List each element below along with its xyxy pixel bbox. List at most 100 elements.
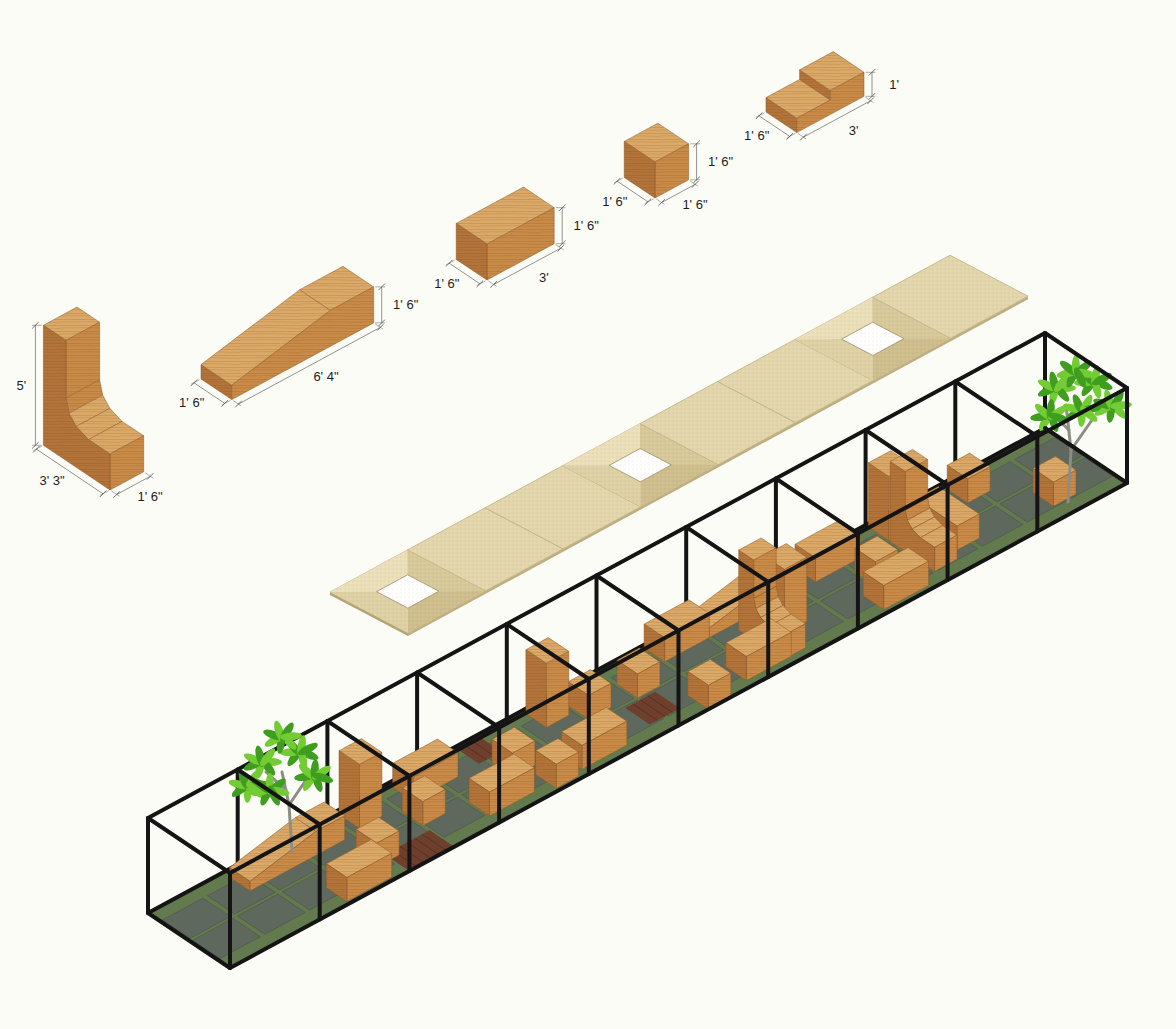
dimension-tick — [868, 98, 874, 104]
frame-post — [407, 776, 411, 871]
deck-line — [465, 745, 487, 760]
dimension-line — [238, 327, 380, 404]
wood-face — [617, 660, 638, 698]
wood-face — [868, 463, 889, 541]
frame-post — [318, 825, 322, 920]
frame-post — [505, 624, 509, 719]
leaf — [258, 746, 278, 768]
dimension-label: 1' 6" — [392, 297, 419, 312]
wood-face — [423, 790, 445, 826]
wood-face — [43, 325, 110, 490]
dimension-tick — [379, 320, 385, 326]
frame-post — [228, 873, 232, 968]
frame-crossbeam — [148, 818, 230, 873]
wood-face — [624, 141, 655, 198]
dimension-label: 3' — [538, 270, 550, 285]
wood-grain — [456, 223, 487, 280]
frame-crossbeam — [148, 913, 230, 968]
wood-grain — [617, 660, 638, 698]
wood-grain — [469, 778, 490, 816]
wood-grain — [655, 144, 689, 198]
wood-face — [536, 751, 557, 789]
dimension-line — [36, 449, 103, 494]
wood-grain — [43, 325, 110, 490]
tree-trunk — [289, 780, 306, 805]
dimension-tick — [32, 322, 38, 328]
deck-line — [633, 704, 658, 721]
roof-texture — [873, 255, 1029, 338]
deck-line — [472, 741, 494, 756]
wood-grain — [402, 788, 423, 826]
wood-face — [655, 144, 689, 198]
dimension-label: 1' 6" — [601, 194, 628, 209]
dimension-tick — [645, 199, 651, 205]
dimension-tick — [379, 284, 385, 290]
leaf — [280, 731, 303, 741]
dimension-label: 1' 6" — [178, 395, 205, 410]
roof-panel — [873, 255, 1029, 338]
wood-grain — [536, 751, 557, 789]
dimension-label: 1' 6" — [573, 218, 600, 233]
frame-post — [766, 582, 770, 677]
frame-post — [595, 576, 599, 671]
dimension-tick — [558, 245, 564, 251]
dimension-tick — [694, 141, 700, 147]
floor — [148, 428, 1127, 968]
wood-face — [232, 287, 374, 400]
dimension-line — [872, 72, 873, 96]
dimension-line — [803, 101, 870, 137]
leaf — [296, 740, 319, 757]
frame-crossbeam — [686, 527, 768, 582]
dimension-tick — [559, 241, 565, 247]
dimension-line — [562, 208, 563, 244]
dimension-tick — [614, 178, 620, 184]
extension-line — [691, 179, 700, 180]
frame-post — [146, 818, 150, 913]
frame-beam — [148, 333, 1045, 818]
frame-post — [587, 679, 591, 774]
frame-post — [946, 485, 950, 580]
extension-line — [556, 207, 565, 208]
dimension-tick — [491, 282, 497, 288]
wood-face — [469, 778, 490, 816]
dimension-label: 1' — [888, 77, 900, 92]
wood-face — [665, 614, 710, 662]
wood-face — [688, 672, 709, 710]
wood-grain — [863, 572, 884, 610]
frame-post — [497, 728, 501, 823]
extension-line — [32, 325, 41, 326]
dimension-label: 1' 6" — [433, 276, 460, 291]
dimension-label: 5' — [16, 378, 28, 393]
wood-grain — [1054, 470, 1077, 506]
dimension-tick — [114, 492, 120, 498]
wood-grain — [526, 650, 547, 728]
wood-face — [456, 223, 487, 280]
dimension-tick — [377, 324, 383, 330]
frame-crossbeam — [507, 624, 589, 679]
leaf — [311, 771, 334, 785]
wood-grain — [957, 514, 979, 550]
dimension-tick — [147, 473, 153, 479]
dimension-label: 1' 6" — [707, 154, 734, 169]
dimension-label: 1' 6" — [137, 489, 164, 504]
deck-line — [400, 846, 425, 863]
wood-grain — [688, 672, 709, 710]
dimension-label: 3' 3" — [39, 473, 66, 488]
frame-post — [1125, 388, 1129, 483]
extension-line — [691, 143, 700, 144]
wood-deck — [625, 692, 680, 725]
dimension-label: 1' 6" — [743, 128, 770, 143]
wood-grain — [110, 436, 144, 490]
wood-grain — [868, 463, 889, 541]
dimension-line — [381, 287, 382, 323]
frame-beam — [230, 483, 1127, 968]
wood-face — [957, 514, 979, 550]
dimension-tick — [692, 181, 698, 187]
wood-face — [526, 650, 547, 728]
frame-crossbeam — [417, 673, 499, 728]
dimension-line — [494, 248, 561, 284]
deck-line — [415, 838, 440, 855]
dimension-line — [35, 325, 36, 445]
